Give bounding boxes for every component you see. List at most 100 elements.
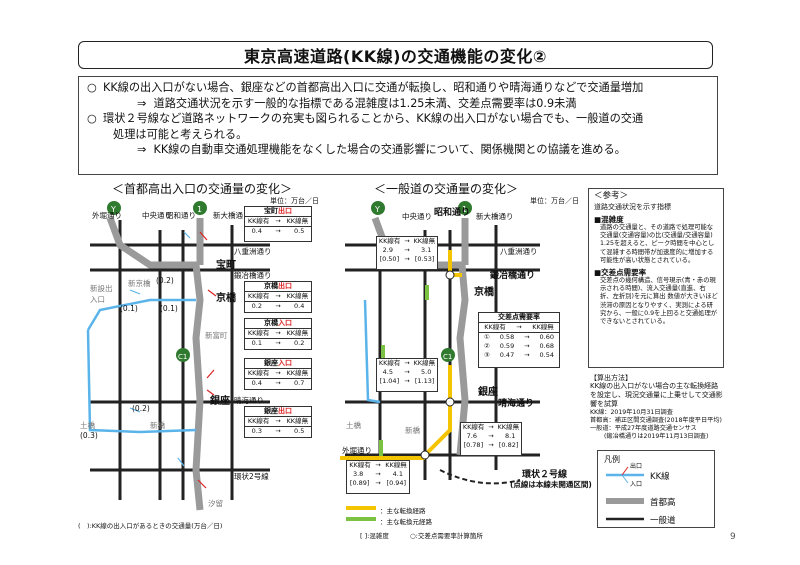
kanjo2-dashed [439, 469, 521, 485]
legend-exit: 出口 [630, 463, 643, 470]
label-sotobori-right: 外堀通り [342, 446, 372, 455]
intersection-2 [445, 397, 455, 407]
reference-s1: ■混雑度 [594, 215, 624, 224]
calc-src1: KK線：2019年10月31日調査 [590, 409, 673, 416]
label-shinbashi-right: 新橋 [405, 426, 420, 435]
label-yaesu-left: 八重洲通り [234, 247, 272, 256]
box-road-2: KK線有→KK線無 4.5→5.0 [1.04]→[1.13] [376, 358, 438, 392]
summary-box: ○ KK線の出入口がない場合、銀座などの首都高出入口に交通が転換し、昭和通りや晴… [78, 76, 718, 175]
intersection-3 [420, 450, 430, 460]
box-ginza-entry: 銀座入口 KK線有→KK線無 0.4→0.7 [244, 358, 312, 390]
label-shiodome: 汐留 [208, 499, 223, 508]
svg-text:1: 1 [197, 205, 202, 214]
calc-method: 【算出方法】 KK線の出入口がない場合の主な転換経路を設定し、現況交通量に上乗せ… [590, 374, 724, 441]
label-ginza-right: 銀座 [478, 387, 498, 398]
right-foot-2: ○:交差点需要率計算箇所 [410, 532, 483, 540]
slide-title-box: 東京高速道路(KK線)の交通機能の変化② [78, 41, 713, 69]
label-shintomicho: 新富町 [205, 331, 228, 340]
arrow-icon: ⇒ [137, 143, 147, 156]
reference-head: ＜参考＞ [594, 191, 629, 201]
svg-text:Y: Y [374, 205, 380, 214]
route-badge-c1-right [441, 348, 455, 362]
box-road-4: KK線有→KK線無 3.8→4.1 [0.89]→[0.94] [346, 460, 410, 494]
label-ginza-left: 銀座 [210, 396, 230, 407]
left-general-roads [90, 220, 270, 500]
box-kyobashi-entry: 京橋入口 KK線有→KK線無 0.1→0.2 [244, 318, 312, 350]
legend-ippan: 一般道 [650, 516, 676, 526]
summary-point-1: ○ KK線の出入口がない場合、銀座などの首都高出入口に交通が転換し、昭和通りや晴… [87, 80, 709, 96]
legend-graphics [606, 466, 644, 521]
summary-sub-1: ⇒ 道路交通状況を示す一般的な指標である混雑度は1.25未満、交差点需要率は0.… [87, 96, 709, 112]
summary-line-1: KK線の出入口がない場合、銀座などの首都高出入口に交通が転換し、昭和通りや晴海通… [103, 81, 644, 94]
calc-src3: 一般道：平成27年度道路交通センサス [590, 425, 697, 432]
left-panel-title: ＜首都高出入口の交通量の変化＞ [112, 182, 293, 196]
label-takaracho: 宝町 [216, 260, 236, 271]
reference-s2: ■交差点需要率 [594, 268, 647, 278]
slide-title: 東京高速道路(KK線)の交通機能の変化② [244, 47, 547, 66]
label-shinkyobashi: 新京橋 [128, 279, 151, 288]
box-road-3: KK線有→KK線無 7.6→8.1 [0.78]→[0.82] [460, 422, 522, 456]
reference-box: ＜参考＞ 道路交通状況を示す指標 ■混雑度 道路の交通量と、その道路で処理可能な… [588, 188, 724, 368]
box-takaracho-exit: 宝町出口 KK線有→KK線無 0.4→0.5 [244, 206, 312, 242]
legend-kk: KK線 [650, 472, 670, 482]
label-showa-left: 昭和通り [166, 211, 196, 220]
value-left-02b: (0.2) [132, 404, 150, 413]
box-road-1: KK線有→KK線無 2.9→3.1 [0.50]→[0.53] [376, 236, 438, 270]
label-yokawa-right: 鍛冶橋通り [490, 271, 536, 281]
route-badge-y-right [371, 201, 385, 215]
label-shinsetsu: 新設出入口 [90, 284, 113, 304]
label-dobashi-right: 土橋 [346, 421, 361, 430]
legend-green-label: ：主な転換元経路 [380, 518, 432, 526]
left-unit-label: 単位：万台／日 [270, 197, 319, 205]
legend-title: 凡例 [604, 455, 620, 464]
calc-head: 【算出方法】 [590, 374, 632, 382]
value-left-01b: (0.1) [160, 304, 178, 313]
value-left-01a: (0.1) [120, 304, 138, 313]
label-shinbashi-left: 新橋 [150, 421, 165, 430]
legend-yellow-label: ：主な転換経路 [380, 507, 426, 515]
circle-bullet: ○ [87, 112, 97, 125]
svg-text:C1: C1 [178, 353, 187, 361]
legend-entry: 入口 [630, 481, 643, 488]
right-unit-label: 単位：万台／日 [530, 197, 579, 205]
box-kyobashi-exit: 京橋出口 KK線有→KK線無 0.2→0.4 [244, 281, 312, 313]
summary-line-4: KK線の自動車交通処理機能をなくした場合の交通影響について、関係機関との協議を進… [153, 143, 626, 156]
value-left-03: (0.3) [80, 431, 98, 440]
label-shinohashi-left: 新大橋通り [213, 211, 251, 220]
value-left-02a: (0.2) [156, 276, 174, 285]
svg-text:C1: C1 [443, 353, 452, 361]
label-kanjo2-left: 環状2号線 [234, 472, 269, 481]
summary-line-3b: 処理は可能と考えられる。 [113, 127, 248, 141]
intersection-1 [445, 270, 455, 280]
summary-line-3: 環状２号線など道路ネットワークの充実も図られることから、KK線の出入口がない場合… [103, 112, 644, 125]
legend-box: 凡例 出口 入口 KK線 首都高 一般道 [597, 450, 715, 528]
reference-s1-body: 道路の交通量と、その道路で処理可能な交通量(交通容量)の比(交通量/交通容量) … [600, 224, 715, 264]
summary-line-3b-wrap: 処理は可能と考えられる。 [87, 127, 709, 143]
left-red-arrows [197, 231, 217, 489]
label-chuo-left: 中央通り [142, 211, 172, 220]
label-kanjo2-right: 環状２号線 [522, 470, 568, 480]
circle-bullet: ○ [87, 81, 97, 94]
label-showa-right: 昭和通り [434, 208, 471, 218]
right-panel-title: ＜一般道の交通量の変化＞ [374, 182, 519, 196]
label-kanjo2-note: (点線は本線未開通区間) [510, 480, 592, 489]
label-kyobashi-right: 京橋 [474, 287, 494, 298]
reference-sub: 道路交通状況を示す指標 [594, 203, 671, 211]
label-harumi-left: 晴海通り [234, 396, 264, 405]
calc-src4: (鍛冶橋通りは2019年11月13日調査) [604, 433, 709, 440]
label-chuo-right: 中央通り [402, 212, 432, 221]
left-shutoko [106, 216, 204, 511]
calc-src2: 首都高：補正区間交通調査(2018年度平日平均) [590, 417, 722, 424]
label-yaesu-right: 八重洲通り [500, 247, 538, 256]
page-number: 9 [730, 532, 736, 542]
box-ginza-exit: 銀座出口 KK線有→KK線無 0.3→0.5 [244, 406, 312, 438]
label-sotobori-left: 外堀通り [92, 211, 122, 220]
label-harumi-right: 晴海通り [498, 399, 535, 409]
summary-point-2: ○ 環状２号線など道路ネットワークの充実も図られることから、KK線の出入口がない… [87, 111, 709, 127]
demand-title: 交差点需要率 [479, 313, 559, 323]
reference-s2-body: 交差点の幾何構造、信号現示(青・赤の現示される時間)、流入交通量(直進、右折、左… [600, 277, 718, 326]
